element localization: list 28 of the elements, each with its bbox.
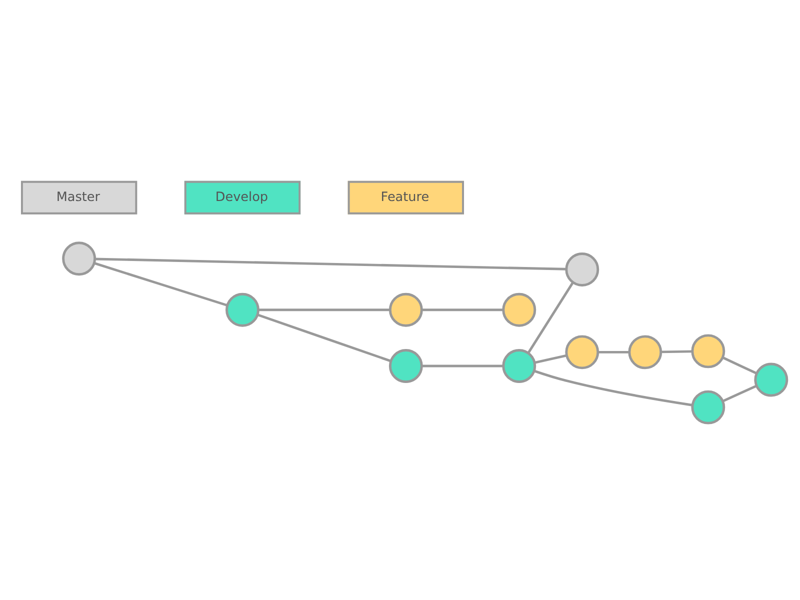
node-circle xyxy=(754,362,788,397)
connector xyxy=(598,350,630,354)
connector xyxy=(94,262,228,306)
connector xyxy=(422,364,504,368)
node-circle xyxy=(388,292,423,327)
connector xyxy=(95,258,566,270)
connector xyxy=(534,354,567,364)
connector xyxy=(257,314,392,362)
connector xyxy=(722,356,758,375)
node-circle xyxy=(502,348,536,383)
node-circle xyxy=(388,348,423,383)
legend-label: Master xyxy=(56,190,100,205)
connector xyxy=(722,384,757,402)
node-circle xyxy=(502,292,536,327)
connector xyxy=(422,308,504,312)
node-circle xyxy=(565,252,600,286)
legend-label: Feature xyxy=(380,190,430,205)
connector xyxy=(258,308,390,312)
node-circle xyxy=(226,292,260,327)
node-circle xyxy=(691,390,726,424)
legend-label: Develop xyxy=(215,190,268,205)
node-circle xyxy=(62,242,96,276)
node-circle xyxy=(628,335,662,370)
node-circle xyxy=(691,334,726,368)
node-circle xyxy=(565,335,600,370)
connector xyxy=(660,350,692,354)
connector xyxy=(527,282,574,354)
connector xyxy=(534,370,692,406)
